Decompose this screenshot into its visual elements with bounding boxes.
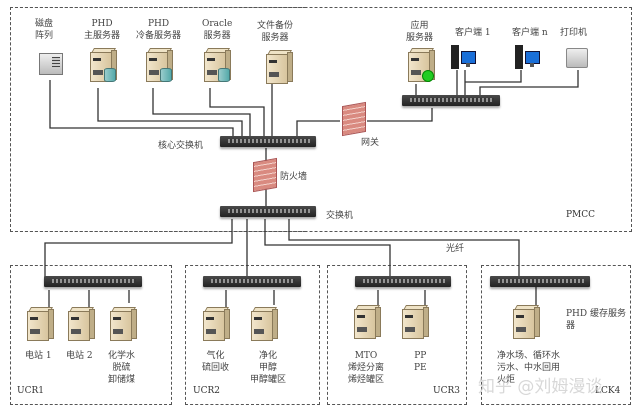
wire-printer (479, 70, 579, 96)
distribution-switch-icon (220, 206, 316, 217)
printer-icon (566, 48, 588, 68)
firewall-icon (253, 157, 277, 193)
core-switch-icon (220, 136, 316, 147)
database-server-icon (145, 48, 173, 82)
label-printer: 打印机 (560, 28, 588, 38)
label-gasification: 气化硫回收 (202, 351, 230, 373)
disk-array-icon (39, 53, 63, 75)
wire-to-ucr3 (264, 219, 391, 280)
label-purification: 净化甲醇甲醇罐区 (250, 351, 287, 385)
zone-label-ucr2: UCR2 (193, 386, 220, 396)
zone-ucr2 (185, 265, 320, 405)
server-icon (353, 305, 381, 339)
zone-label-ucr1: UCR1 (17, 386, 44, 396)
database-server-icon (89, 48, 117, 82)
label-core-switch: 核心交换机 (158, 141, 204, 151)
server-icon (26, 307, 54, 341)
label-gateway: 网关 (361, 138, 380, 148)
label-station-1: 电站 1 (25, 351, 52, 361)
label-lck4-areas: 净水场、循环水污水、中水回用火炬 (497, 351, 561, 385)
access-switch-icon (402, 95, 500, 106)
server-icon (202, 307, 230, 341)
server-icon (401, 305, 429, 339)
ucr3-switch-icon (355, 276, 451, 287)
label-fiber: 光纤 (446, 244, 465, 254)
watermark: 知乎 @刘姆漫谈 (478, 377, 603, 397)
wire-to-lck4 (288, 219, 520, 280)
label-chem-water: 化学水脱硫卸储煤 (108, 351, 136, 385)
ucr2-switch-icon (203, 276, 301, 287)
server-icon (109, 307, 137, 341)
zone-label-pmcc: PMCC (566, 210, 596, 220)
server-icon (67, 307, 95, 341)
app-server-icon (407, 48, 435, 82)
pc-icon (515, 45, 541, 71)
zone-label-ucr3: UCR3 (433, 386, 460, 396)
wire-core-gateway (296, 120, 340, 138)
pc-icon (451, 45, 477, 71)
server-icon (250, 307, 278, 341)
label-app-server: 应用服务器 (406, 21, 434, 43)
label-phd-cache: PHD 缓存服务器 (566, 309, 626, 331)
zone-pmcc-right (10, 7, 632, 232)
label-switch: 交换机 (326, 211, 354, 221)
server-icon (265, 50, 293, 84)
zone-label-lck4: LCK4 (595, 386, 621, 396)
wire-phd-cold (152, 88, 251, 138)
label-disk-array: 磁盘阵列 (35, 19, 54, 41)
wire-to-ucr1 (44, 219, 233, 280)
gateway-firewall-icon (342, 101, 366, 137)
label-client-1: 客户端 1 (455, 28, 491, 38)
phd-cache-server-icon (512, 305, 540, 339)
label-station-2: 电站 2 (66, 351, 93, 361)
zone-ucr3 (327, 265, 467, 405)
wire-clientn (465, 70, 522, 83)
database-server-icon (203, 48, 231, 82)
wire-gateway-switch (367, 108, 433, 122)
wire-oracle (209, 88, 265, 138)
lck4-switch-icon (490, 276, 590, 287)
zone-ucr1 (10, 265, 172, 405)
label-client-n: 客户端 n (512, 28, 548, 38)
zone-lck4 (481, 265, 631, 405)
ucr1-switch-icon (44, 276, 142, 287)
wire-disk-array (49, 80, 234, 138)
label-file-backup: 文件备份服务器 (257, 21, 294, 43)
label-firewall: 防火墙 (280, 172, 308, 182)
wire-phd-main (97, 88, 243, 138)
